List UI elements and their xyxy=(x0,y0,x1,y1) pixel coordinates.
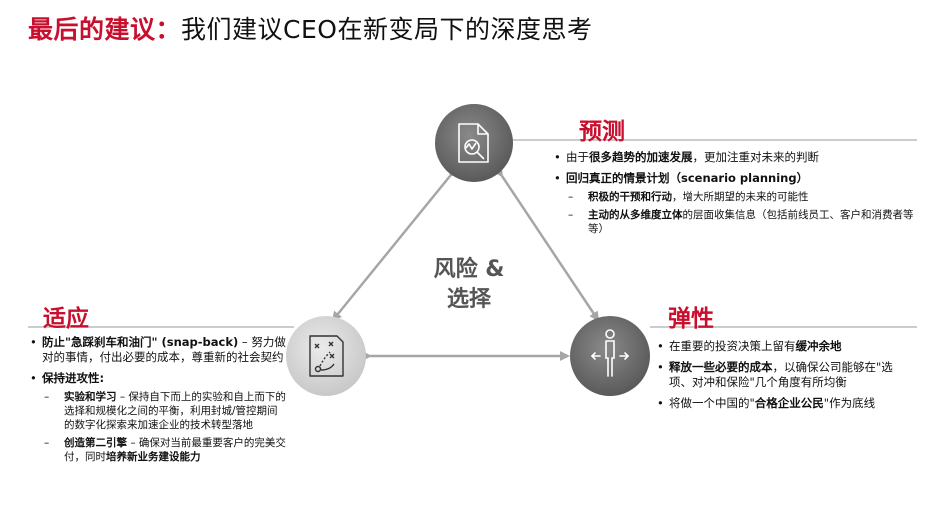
forecast-block: 由于很多趋势的加速发展，更加注重对未来的判断 回归真正的情景计划（scenari… xyxy=(552,150,920,242)
node-adapt xyxy=(286,316,366,396)
forecast-sub-2: 主动的从多维度立体的层面收集信息（包括前线员工、客户和消费者等等） xyxy=(566,208,920,236)
forecast-title: 预测 xyxy=(579,119,625,145)
center-label: 风险 & 选择 xyxy=(414,255,524,315)
resilience-bullet-2: 释放一些必要的成本，以确保公司能够在"选项、对冲和保险"几个角度有所均衡 xyxy=(655,360,900,390)
adapt-bullet-2: 保持进攻性: 实验和学习 – 保持自下而上的实验和自上而下的选择和规模化之间的平… xyxy=(28,371,286,464)
node-resilience xyxy=(570,316,650,396)
adapt-sub-1: 实验和学习 – 保持自下而上的实验和自上而下的选择和规模化之间的平衡，利用封城/… xyxy=(42,390,286,432)
arrow-top-left xyxy=(331,166,459,322)
resilience-title: 弹性 xyxy=(668,306,714,332)
center-label-line1: 风险 & xyxy=(433,257,505,282)
resilience-block: 在重要的投资决策上留有缓冲余地 释放一些必要的成本，以确保公司能够在"选项、对冲… xyxy=(655,339,900,417)
forecast-bullet-1: 由于很多趋势的加速发展，更加注重对未来的判断 xyxy=(552,150,920,165)
center-label-line2: 选择 xyxy=(446,287,491,312)
forecast-sub-1: 积极的干预和行动，增大所期望的未来的可能性 xyxy=(566,190,920,204)
person-balance-icon xyxy=(590,329,630,377)
document-analysis-icon xyxy=(458,123,489,163)
title-rest: 我们建议CEO在新变局下的深度思考 xyxy=(181,15,593,44)
title-lead: 最后的建议： xyxy=(28,15,182,44)
node-forecast xyxy=(435,104,513,182)
adapt-title: 适应 xyxy=(43,306,89,332)
resilience-bullet-3: 将做一个中国的"合格企业公民"作为底线 xyxy=(655,396,900,411)
arrow-top-right xyxy=(493,166,600,322)
forecast-bullet-2: 回归真正的情景计划（scenario planning） 积极的干预和行动，增大… xyxy=(552,171,920,236)
resilience-bullet-1: 在重要的投资决策上留有缓冲余地 xyxy=(655,339,900,354)
page-title: 最后的建议：我们建议CEO在新变局下的深度思考 xyxy=(28,10,592,46)
adapt-sub-2: 创造第二引擎 – 确保对当前最重要客户的完美交付，同时培养新业务建设能力 xyxy=(42,436,286,464)
strategy-play-icon xyxy=(309,335,344,377)
adapt-bullet-1: 防止"急踩刹车和油门" (snap-back) – 努力做对的事情，付出必要的成… xyxy=(28,335,286,365)
adapt-block: 防止"急踩刹车和油门" (snap-back) – 努力做对的事情，付出必要的成… xyxy=(28,335,286,470)
